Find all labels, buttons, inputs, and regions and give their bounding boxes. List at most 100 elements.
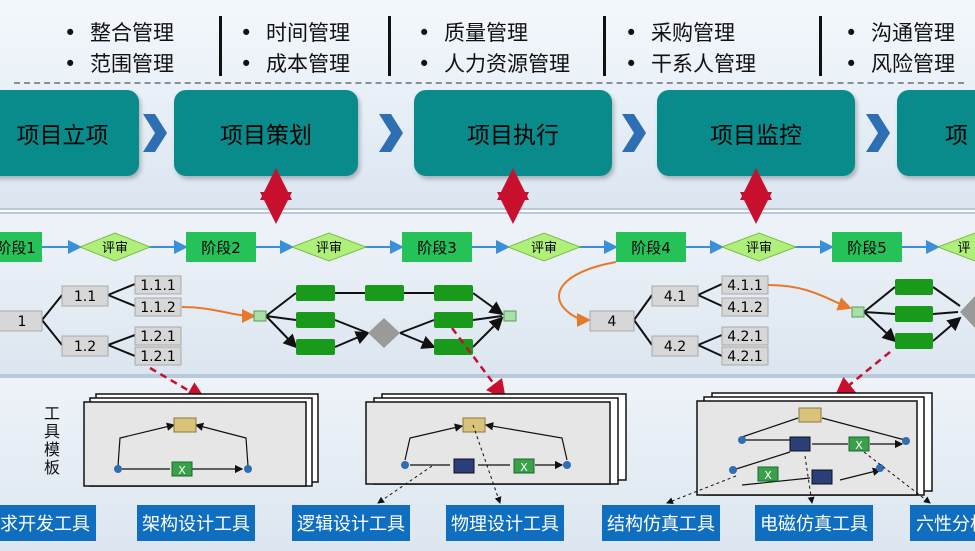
flow-arrow (558, 261, 617, 327)
task-block (296, 339, 335, 355)
task-network-right (863, 286, 960, 341)
chevron-right-icon (143, 114, 167, 152)
wbs-tree-left: 1 1.1 1.2 1.1.1 1.1.2 1.2.1 1.2.1 (0, 275, 182, 366)
stage-3: 阶段3 (402, 232, 472, 262)
separator (388, 16, 391, 76)
knowledge-group-4: 采购管理 干系人管理 (623, 18, 756, 80)
tool-physical-design[interactable]: 物理设计工具 (446, 505, 564, 541)
task-block (895, 279, 933, 295)
knowledge-group-5: 沟通管理 风险管理 (843, 18, 955, 80)
svg-text:X: X (764, 469, 772, 482)
knowledge-item: 成本管理 (238, 49, 350, 80)
folder-icon (173, 417, 197, 433)
svg-text:X: X (520, 461, 528, 474)
task-block (895, 333, 933, 349)
review-gate: 评审 (78, 232, 152, 262)
task-block (365, 285, 404, 301)
task-block (434, 312, 473, 328)
knowledge-item: 采购管理 (623, 18, 756, 49)
knowledge-item: 整合管理 (62, 18, 174, 49)
phase-monitoring: 项目监控 (657, 90, 855, 176)
excel-icon (513, 458, 535, 474)
svg-text:4.1.1: 4.1.1 (727, 278, 763, 294)
task-block (895, 306, 933, 322)
tool-template-label: 工具模板 (43, 404, 60, 477)
svg-text:1: 1 (18, 314, 27, 330)
tool-reliability-analysis[interactable]: 六性分析 (910, 505, 975, 541)
separator (819, 16, 822, 76)
link-arrow (149, 366, 207, 402)
task-network-left (265, 292, 502, 347)
task-block (296, 285, 335, 301)
folder-icon (462, 417, 486, 433)
tool-requirements-dev[interactable]: 求开发工具 (0, 505, 96, 541)
task-block (296, 312, 335, 328)
chevron-right-icon (622, 114, 646, 152)
application-icon (811, 469, 833, 485)
knowledge-group-2: 时间管理 成本管理 (238, 18, 350, 80)
svg-text:4.1.2: 4.1.2 (727, 300, 763, 316)
svg-text:4.2.1: 4.2.1 (727, 329, 763, 345)
svg-text:1.1: 1.1 (74, 289, 96, 305)
tool-template-stack-3: X X (696, 392, 933, 496)
excel-icon (757, 466, 779, 482)
knowledge-item: 范围管理 (62, 49, 174, 80)
svg-text:阶段4: 阶段4 (631, 239, 671, 257)
phase-closing-partial: 项 (897, 90, 975, 176)
tool-template-stack-1: X (83, 393, 319, 487)
svg-text:1.2: 1.2 (74, 339, 96, 355)
chevron-right-icon (866, 114, 890, 152)
separator (219, 16, 222, 76)
review-gate: 评审 (506, 232, 582, 262)
tool-template-stack-2: X (365, 393, 627, 485)
excel-icon (848, 436, 870, 452)
tool-structural-simulation[interactable]: 结构仿真工具 (602, 505, 720, 541)
knowledge-item: 质量管理 (416, 18, 570, 49)
flow-arrow (767, 284, 852, 311)
phase-planning: 项目策划 (174, 90, 358, 176)
task-block (434, 285, 473, 301)
application-icon (789, 436, 811, 452)
svg-text:评审: 评审 (316, 241, 342, 256)
separator (603, 16, 606, 76)
svg-text:阶段2: 阶段2 (201, 239, 241, 257)
knowledge-group-3: 质量管理 人力资源管理 (416, 18, 570, 80)
phase-execution: 项目执行 (414, 90, 612, 176)
svg-text:1.2.1: 1.2.1 (140, 329, 176, 345)
svg-text:4.1: 4.1 (664, 289, 686, 305)
svg-text:4.2: 4.2 (664, 339, 686, 355)
svg-text:X: X (178, 464, 186, 477)
stage-1: 阶段1 (0, 232, 42, 262)
svg-text:阶段3: 阶段3 (417, 239, 457, 257)
svg-text:评: 评 (957, 241, 970, 256)
review-gate: 评 (936, 232, 975, 262)
knowledge-group-1: 整合管理 范围管理 (62, 18, 174, 80)
tool-architecture-design[interactable]: 架构设计工具 (137, 505, 255, 541)
tool-em-simulation[interactable]: 电磁仿真工具 (755, 505, 873, 541)
knowledge-item: 人力资源管理 (416, 49, 570, 80)
svg-text:评审: 评审 (746, 241, 772, 256)
svg-text:评审: 评审 (531, 241, 557, 256)
excel-icon (171, 461, 193, 477)
svg-text:1.2.1: 1.2.1 (140, 349, 176, 365)
knowledge-item: 干系人管理 (623, 49, 756, 80)
link-arrow (451, 327, 506, 400)
wbs-tree-right: 4 4.1 4.2 4.1.1 4.1.2 4.2.1 4.2.1 (589, 275, 769, 366)
phase-initiation: 项目立项 (0, 90, 139, 176)
stage-4: 阶段4 (616, 232, 686, 262)
decision-node (960, 296, 975, 328)
svg-text:阶段1: 阶段1 (0, 239, 36, 257)
svg-text:1.1.1: 1.1.1 (140, 278, 176, 294)
review-gate: 评审 (290, 232, 368, 262)
knowledge-item: 时间管理 (238, 18, 350, 49)
knowledge-item: 风险管理 (843, 49, 955, 80)
tool-logic-design[interactable]: 逻辑设计工具 (292, 505, 410, 541)
decision-node (368, 318, 400, 348)
svg-text:4: 4 (608, 314, 617, 330)
chevron-right-icon (379, 114, 403, 152)
svg-text:阶段5: 阶段5 (847, 239, 887, 257)
stage-5: 阶段5 (832, 232, 902, 262)
knowledge-item: 沟通管理 (843, 18, 955, 49)
folder-icon (798, 407, 822, 423)
